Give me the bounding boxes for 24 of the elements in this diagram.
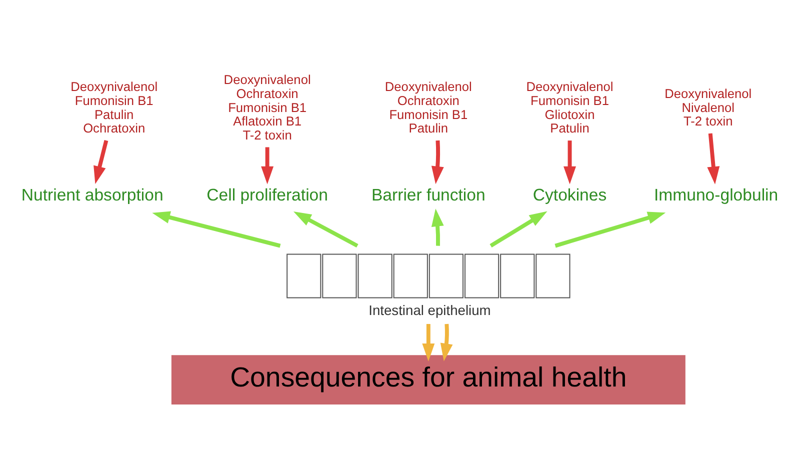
arrow [707,133,720,184]
arrow [490,211,548,248]
node-text: Cytokines [532,186,607,205]
node-text: Deoxynivalenol Fumonisin B1 Patulin Ochratoxin [70,79,158,136]
arrow [440,324,453,362]
node-label: Intestinal epithelium [368,302,491,318]
node-text: Deoxynivalenol Fumonisin B1 Gliotoxin Patulin [526,79,614,136]
node-text: Deoxynivalenol Nivalenol T-2 toxin [664,86,752,129]
node-text: Immuno-globulin [654,186,778,205]
arrow [94,140,108,184]
arrow [554,212,666,248]
node-text: Nutrient absorption [21,186,164,205]
node-text: Deoxynivalenol Ochratoxin Fumonisin B1 Patulin [384,79,472,136]
node-text: Cell proliferation [206,186,328,205]
arrow [422,324,435,362]
arrow [261,147,274,184]
arrow [431,208,444,246]
node-text: Barrier function [371,186,486,205]
arrow [564,140,576,184]
node-box: Consequences for animal health [171,355,686,405]
node-text: Deoxynivalenol Ochratoxin Fumonisin B1 Aflatoxin B1 T-2 toxin [224,72,311,143]
arrow [431,140,444,184]
arrow [293,212,358,248]
arrow [152,211,281,248]
